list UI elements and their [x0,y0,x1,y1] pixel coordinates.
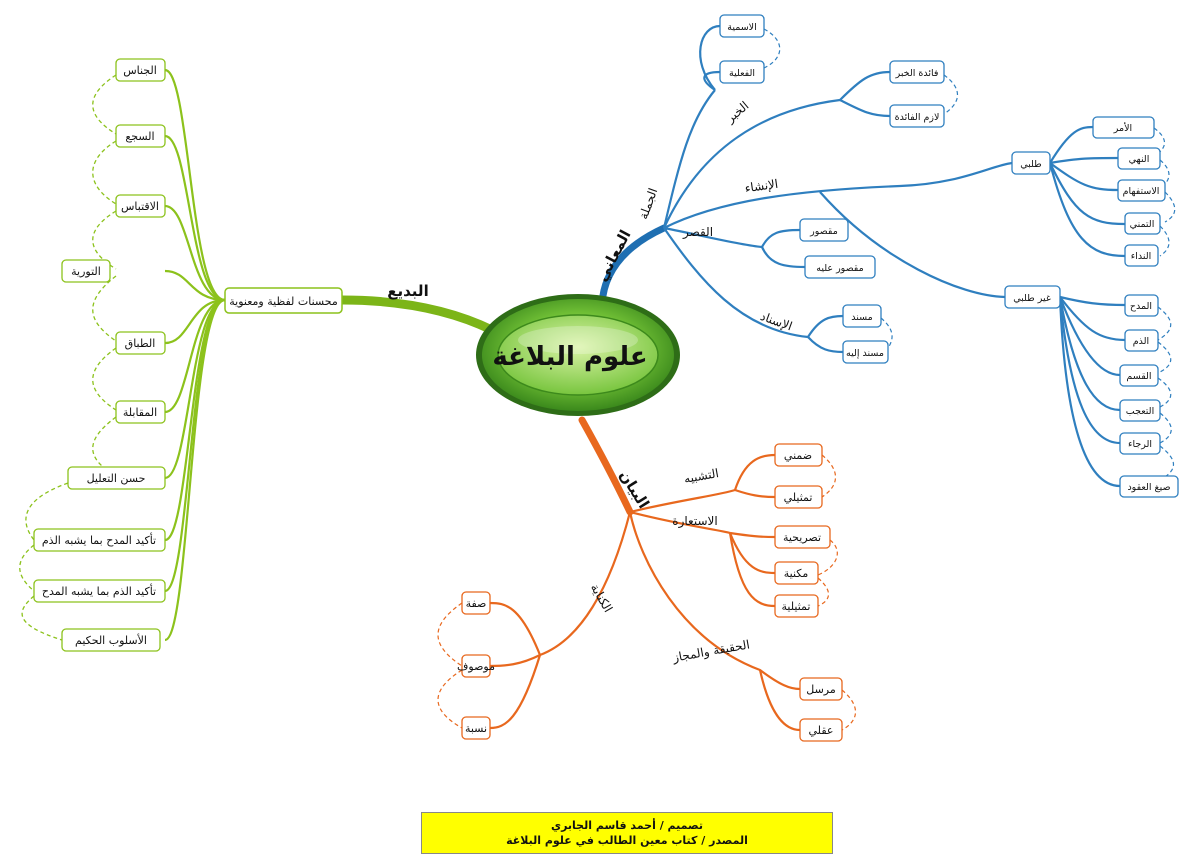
istiara-item: تصريحية [783,531,821,544]
badi-item: الاقتباس [121,200,159,213]
talabi-item: التمني [1130,219,1155,230]
khabar-type: الاسمية [727,22,756,33]
talabi-item: الأمر [1113,122,1132,134]
bayan-tashbih-label: التشبيه [683,466,720,486]
ghair-talabi-item: التعجب [1126,406,1154,417]
branch-maani-label: المعاني [593,227,635,285]
khabar-purpose: فائدة الخبر [895,68,939,79]
majaz-item: مرسل [806,683,836,696]
badi-item: التورية [71,265,101,278]
badi-item: المقابلة [123,406,157,419]
talabi-item: النداء [1131,251,1152,262]
talabi-node: طلبي [1020,159,1042,170]
credit-designer: تصميم / أحمد قاسم الجابري [550,819,703,832]
maani-jumla-label: الجملة [636,186,660,221]
bayan-istiara-label: الاستعارة [672,514,717,529]
maani-khabar-label: الخبر [723,99,753,127]
badi-item: السجع [125,130,154,143]
badi-item: تأكيد الذم بما يشبه المدح [42,583,156,598]
qasr-item: مقصور [809,226,838,237]
qasr-item: مقصور عليه [816,263,863,274]
talabi-item: الاستفهام [1123,186,1160,197]
center-node: علوم البلاغة [476,294,680,416]
kinaya-item: موصوف [457,660,495,673]
ghair-talabi-item: الرجاء [1128,439,1152,450]
majaz-item: عقلي [809,724,834,737]
isnad-item: مسند [851,312,872,323]
badi-item: الجناس [123,64,157,77]
kinaya-item: صفة [466,597,487,610]
talabi-item: النهي [1129,154,1150,165]
badi-item: حسن التعليل [87,472,146,485]
center-title: علوم البلاغة [492,342,647,372]
isnad-item: مسند إليه [846,348,884,359]
istiara-item: تمثيلية [782,600,811,613]
badi-item: تأكيد المدح بما يشبه الذم [42,532,156,547]
ghair-talabi-node: غير طلبي [1013,293,1051,304]
ghair-talabi-item: الذم [1133,336,1149,347]
ghair-talabi-item: المدح [1130,301,1152,312]
badi-node[interactable]: محسنات لفظية ومعنوية [224,287,343,314]
kinaya-item: نسبة [465,722,487,735]
maani-insha-label: الإنشاء [744,177,779,196]
khabar-purpose: لازم الفائدة [895,112,940,123]
ghair-talabi-item: القسم [1126,371,1151,382]
istiara-item: مكنية [784,567,809,580]
tashbih-item: تمثيلي [784,491,813,504]
khabar-type: الفعلية [729,68,755,79]
badi-item: الأسلوب الحكيم [75,633,147,647]
badi-node-label: محسنات لفظية ومعنوية [229,295,338,308]
branch-badi-label: البديع [387,282,428,300]
ghair-talabi-item: صيغ العقود [1127,482,1170,493]
badi-item: الطباق [125,337,156,350]
maani-qasr-label: القصر [682,225,713,240]
credit-source: المصدر / كتاب معين الطالب في علوم البلاغ… [506,834,748,847]
credit-box: تصميم / أحمد قاسم الجابري المصدر / كتاب … [421,812,833,854]
tashbih-item: ضمني [784,449,812,462]
